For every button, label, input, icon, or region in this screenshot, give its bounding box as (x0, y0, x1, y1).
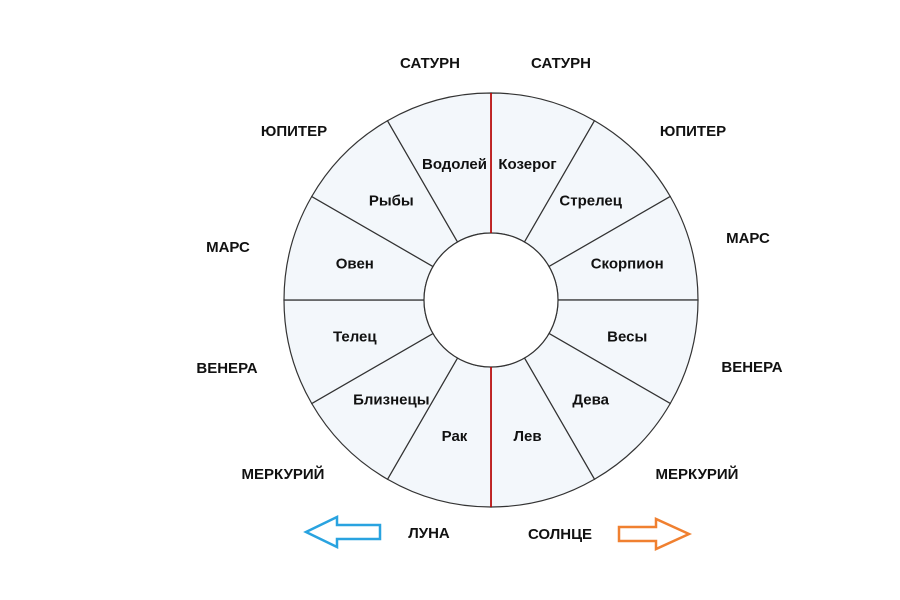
wheel-center-circle (423, 232, 559, 368)
planet-label-saturn-right: САТУРН (531, 55, 591, 72)
sign-label: Весы (607, 329, 647, 346)
sign-label: Водолей (422, 156, 487, 173)
arrow-right-icon (617, 517, 693, 551)
sign-label: Близнецы (353, 392, 429, 409)
sign-label: Лев (513, 428, 541, 445)
planet-label-mercury-left: МЕРКУРИЙ (242, 465, 325, 483)
planet-label-mars-left: МАРС (206, 239, 250, 256)
sign-label: Рак (442, 428, 468, 445)
planet-label-jupiter-left: ЮПИТЕР (261, 123, 327, 140)
sign-label: Дева (572, 392, 609, 409)
planet-label-mars-right: МАРС (726, 230, 770, 247)
sign-label: Телец (333, 329, 377, 346)
sign-label: Скорпион (591, 256, 664, 273)
sign-label: Рыбы (369, 192, 414, 209)
planet-label-venus-right: ВЕНЕРА (721, 359, 782, 376)
planet-label-jupiter-right: ЮПИТЕР (660, 123, 726, 140)
sign-label: Козерог (498, 156, 556, 173)
planet-label-mercury-right: МЕРКУРИЙ (656, 465, 739, 483)
sign-label: Стрелец (559, 192, 622, 209)
sign-label: Овен (336, 256, 374, 273)
planet-label-venus-left: ВЕНЕРА (196, 360, 257, 377)
planet-label-saturn-left: САТУРН (400, 55, 460, 72)
wheel-segments (283, 92, 699, 508)
planet-label-moon: ЛУНА (408, 525, 450, 542)
arrow-left-icon (303, 515, 382, 549)
planet-label-sun: СОЛНЦЕ (528, 526, 592, 543)
